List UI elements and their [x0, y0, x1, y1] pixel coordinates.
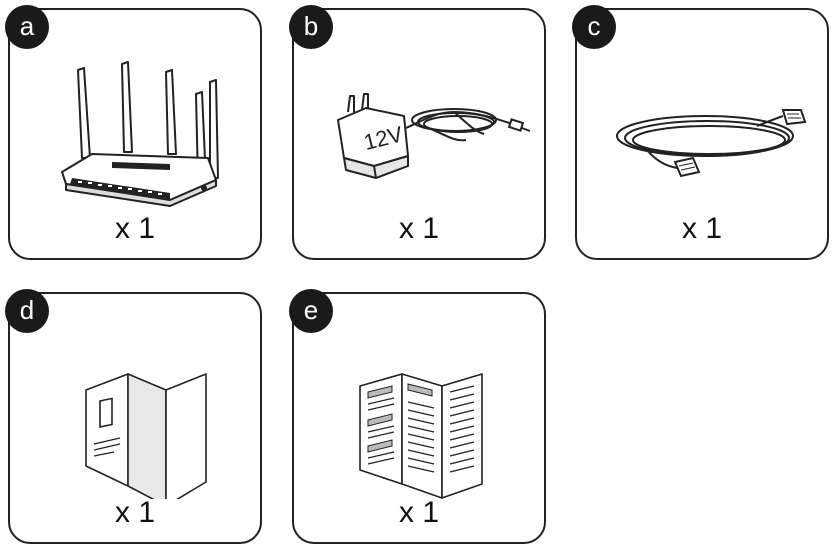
item-label-badge: a [5, 5, 49, 49]
power-adapter-icon: 12V [337, 93, 531, 179]
folded-leaflet-icon [85, 373, 207, 499]
item-label-badge: c [572, 5, 616, 49]
package-item-leaflet: d x 1 [5, 289, 262, 544]
item-label-badge: b [289, 5, 333, 49]
package-item-quick-guide: e x 1 [289, 289, 546, 544]
package-item-router: a x 1 [5, 5, 262, 260]
package-item-power-adapter: b 12V x 1 [289, 5, 546, 260]
item-quantity: x 1 [398, 212, 440, 245]
item-label-badge: e [289, 289, 333, 333]
quick-guide-icon [359, 373, 483, 499]
item-quantity: x 1 [398, 496, 440, 529]
item-label-badge: d [5, 289, 49, 333]
item-quantity: x 1 [114, 496, 156, 529]
item-quantity: x 1 [681, 212, 723, 245]
ethernet-cable-icon [616, 109, 807, 178]
item-quantity: x 1 [114, 212, 156, 245]
router-icon [61, 61, 219, 207]
package-item-ethernet-cable: c x 1 [572, 5, 829, 260]
